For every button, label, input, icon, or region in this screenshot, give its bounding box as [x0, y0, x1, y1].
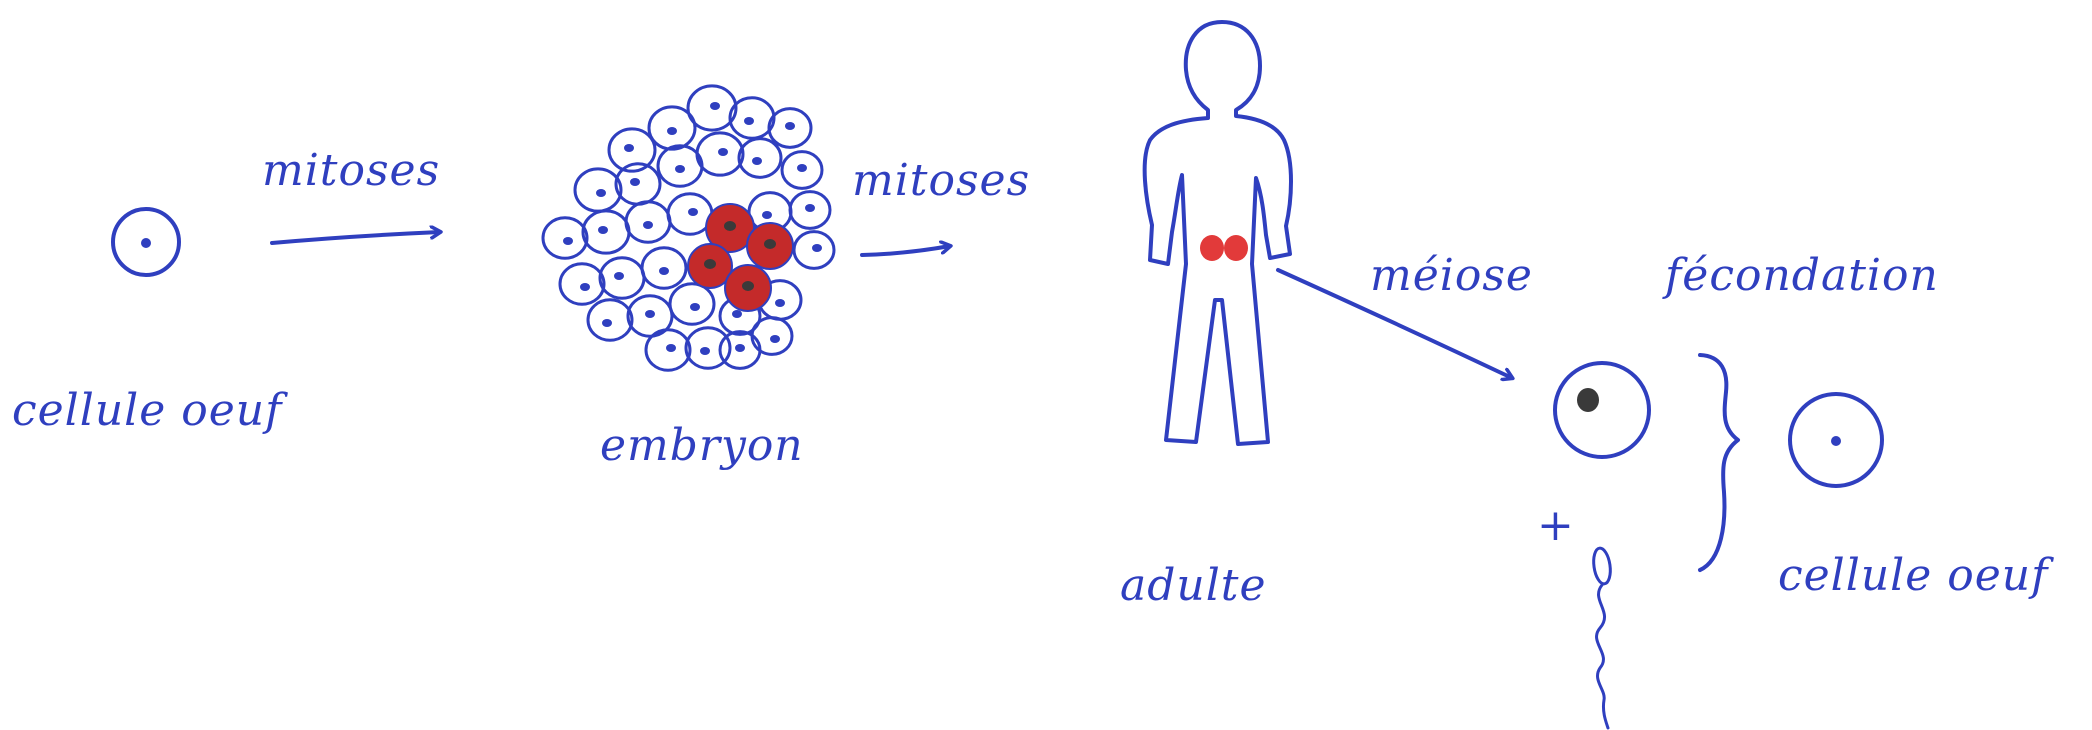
germ-cell-nucleus: [704, 259, 716, 269]
embryo-cluster: [543, 86, 834, 370]
embryo-cell-nucleus: [718, 148, 728, 156]
embryo-cell-nucleus: [667, 127, 677, 135]
gonad-left: [1200, 235, 1224, 261]
zygote-right: [1790, 394, 1882, 486]
plus-sign: +: [1537, 500, 1575, 551]
ovum: [1555, 363, 1649, 457]
embryo-cell-nucleus: [732, 310, 742, 318]
embryo-cell-nucleus: [744, 117, 754, 125]
embryo-cell-nucleus: [690, 303, 700, 311]
embryo-cell-nucleus: [785, 122, 795, 130]
embryo-cell-nucleus: [563, 237, 573, 245]
meiosis-label: méiose: [1370, 250, 1533, 301]
embryo-cell-nucleus: [675, 165, 685, 173]
arrow1-label: mitoses: [262, 145, 440, 196]
embryo-cell-nucleus: [762, 211, 772, 219]
adult-figure: [1145, 22, 1291, 444]
embryo-cell-nucleus: [596, 189, 606, 197]
embryo-cell-nucleus: [580, 283, 590, 291]
embryo-cell-nucleus: [630, 178, 640, 186]
embryo-cell-nucleus: [775, 299, 785, 307]
embryo-cell-nucleus: [624, 144, 634, 152]
embryo-cell-nucleus: [645, 310, 655, 318]
fertilization-label: fécondation: [1662, 250, 1939, 301]
arrow2-line: [862, 246, 950, 255]
embryo-cell-nucleus: [770, 335, 780, 343]
gonad-right: [1224, 235, 1248, 261]
zygote-right-label: cellule oeuf: [1778, 550, 2054, 601]
embryo-cell-nucleus: [735, 344, 745, 352]
embryo-cell-nucleus: [666, 344, 676, 352]
embryo-cell-nucleus: [598, 226, 608, 234]
germ-cell-nucleus: [742, 281, 754, 291]
embryo-cell-nucleus: [614, 272, 624, 280]
adult-label: adulte: [1120, 560, 1267, 611]
arrow2-label: mitoses: [852, 155, 1030, 206]
embryo-cell-nucleus: [710, 102, 720, 110]
sperm: [1592, 547, 1613, 728]
germ-cell-nucleus: [764, 239, 776, 249]
arrow1-line: [272, 232, 440, 243]
embryo-cell-nucleus: [688, 208, 698, 216]
germ-cell-nucleus: [724, 221, 736, 231]
embryo-cell-nucleus: [805, 204, 815, 212]
embryo-label: embryon: [600, 420, 804, 471]
embryo-cell-nucleus: [752, 157, 762, 165]
zygote-left-label: cellule oeuf: [12, 385, 288, 436]
embryo-cell-nucleus: [812, 244, 822, 252]
embryo-cell-nucleus: [797, 164, 807, 172]
zygote-left: [113, 209, 179, 275]
embryo-cell-nucleus: [659, 267, 669, 275]
embryo-cell-nucleus: [602, 319, 612, 327]
embryo-cell-nucleus: [700, 347, 710, 355]
embryo-cell-nucleus: [643, 221, 653, 229]
fertilization-brace: [1700, 355, 1738, 570]
